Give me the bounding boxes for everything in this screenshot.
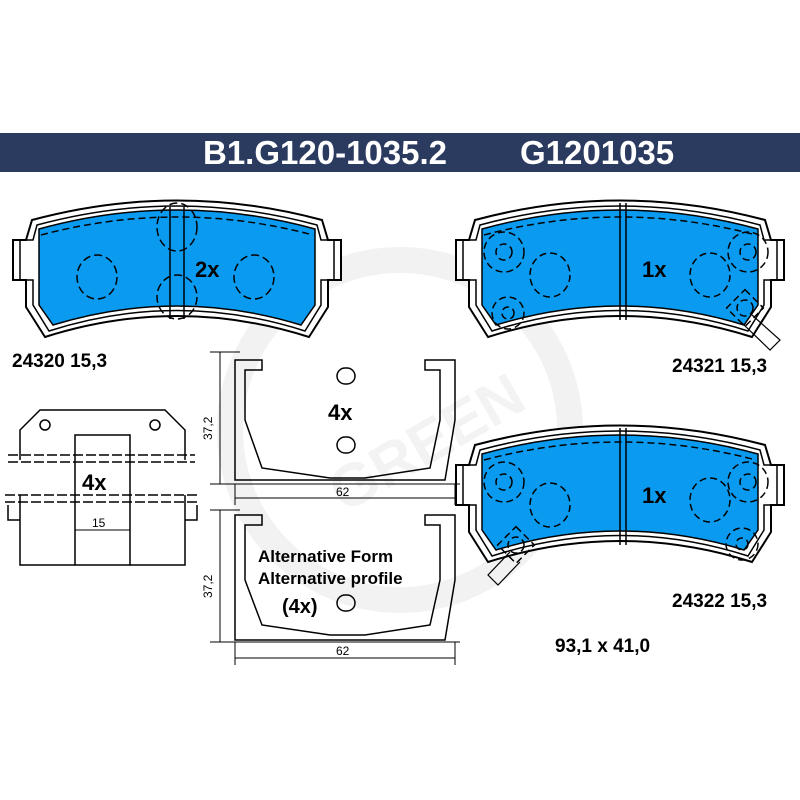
retaining-clip [5, 409, 200, 566]
article-number: B1.G120-1035.2 [203, 134, 448, 171]
alt-width: 62 [336, 644, 350, 658]
brake-pad-24320: 2x [12, 199, 342, 338]
title-bar: B1.G120-1035.2 G1201035 [0, 133, 800, 172]
alt-quantity: (4x) [282, 596, 318, 618]
pad-quantity: 1x [642, 483, 667, 508]
alt-form-label: Alternative Form [258, 547, 393, 566]
spring-quantity: 4x [328, 400, 353, 425]
brake-pad-24322: 1x [455, 424, 785, 586]
pad-label-24320: 24320 15,3 [12, 351, 107, 372]
alt-profile-label: Alternative profile [258, 569, 403, 588]
clip-quantity: 4x [82, 470, 107, 495]
reference-number: G1201035 [520, 134, 675, 171]
pad-label-24322: 24322 15,3 [672, 591, 767, 612]
pad-quantity: 2x [195, 257, 220, 282]
pad-label-24321: 24321 15,3 [672, 356, 767, 377]
pad-dimensions: 93,1 x 41,0 [555, 636, 650, 657]
alt-height: 37,2 [201, 574, 215, 598]
spring-height: 37,2 [201, 416, 215, 440]
spring-alternative [210, 509, 460, 665]
pad-quantity: 1x [642, 257, 667, 282]
clip-dimension: 15 [92, 516, 106, 530]
spring [210, 351, 460, 505]
brake-pad-24321: 1x [455, 199, 785, 351]
spring-width: 62 [336, 485, 350, 499]
